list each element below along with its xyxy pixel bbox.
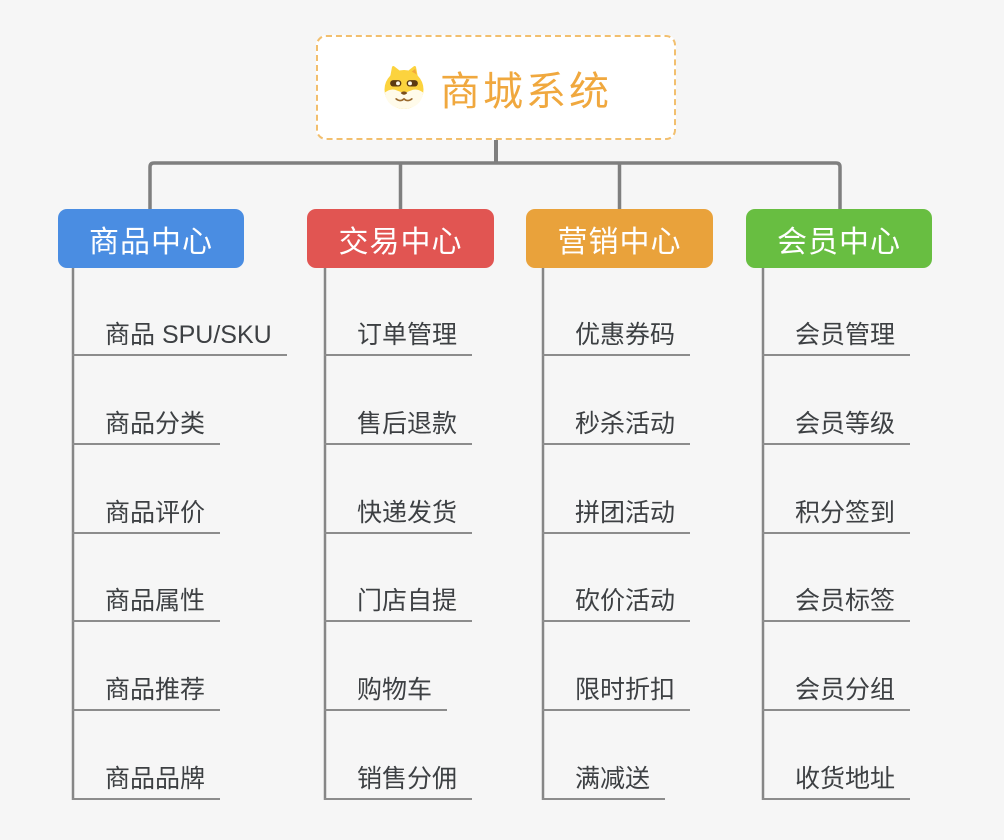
child-node-flash-sale[interactable]: 秒杀活动 xyxy=(542,410,691,445)
branch-member-center[interactable]: 会员中心 xyxy=(746,209,932,268)
child-node-bargain[interactable]: 砍价活动 xyxy=(542,587,691,622)
dog-face-icon xyxy=(380,64,428,112)
child-node-product-brand[interactable]: 商品品牌 xyxy=(72,765,221,800)
child-node-spend-save[interactable]: 满减送 xyxy=(542,765,666,800)
child-node-member-manage[interactable]: 会员管理 xyxy=(762,321,911,356)
child-node-after-sale[interactable]: 售后退款 xyxy=(324,410,473,445)
branch-product-center[interactable]: 商品中心 xyxy=(58,209,244,268)
branch-label: 营销中心 xyxy=(557,225,682,259)
branch-label: 会员中心 xyxy=(777,225,901,259)
child-node-time-discount[interactable]: 限时折扣 xyxy=(542,676,691,711)
child-node-shipping-address[interactable]: 收货地址 xyxy=(762,765,911,800)
child-node-product-attr[interactable]: 商品属性 xyxy=(72,587,221,622)
branch-label: 交易中心 xyxy=(338,225,463,259)
branch-marketing-center[interactable]: 营销中心 xyxy=(526,209,713,268)
child-node-product-category[interactable]: 商品分类 xyxy=(72,410,221,445)
child-node-product-review[interactable]: 商品评价 xyxy=(72,499,221,534)
child-node-product-spu-sku[interactable]: 商品 SPU/SKU xyxy=(72,321,287,356)
child-node-points-signin[interactable]: 积分签到 xyxy=(762,499,911,534)
child-node-member-group[interactable]: 会员分组 xyxy=(762,676,911,711)
child-node-member-level[interactable]: 会员等级 xyxy=(762,410,911,445)
child-node-sales-commission[interactable]: 销售分佣 xyxy=(324,765,473,800)
child-node-member-tag[interactable]: 会员标签 xyxy=(762,587,911,622)
child-node-order-manage[interactable]: 订单管理 xyxy=(324,321,473,356)
child-node-store-pickup[interactable]: 门店自提 xyxy=(324,587,473,622)
child-node-product-recommend[interactable]: 商品推荐 xyxy=(72,676,221,711)
root-title: 商城系统 xyxy=(440,69,612,114)
child-node-group-buy[interactable]: 拼团活动 xyxy=(542,499,691,534)
child-node-coupon-code[interactable]: 优惠券码 xyxy=(542,321,691,356)
branch-trade-center[interactable]: 交易中心 xyxy=(307,209,494,268)
branch-label: 商品中心 xyxy=(89,225,213,259)
child-node-shopping-cart[interactable]: 购物车 xyxy=(324,676,448,711)
child-node-express-ship[interactable]: 快递发货 xyxy=(324,499,473,534)
root-node[interactable]: 商城系统 xyxy=(316,35,676,140)
